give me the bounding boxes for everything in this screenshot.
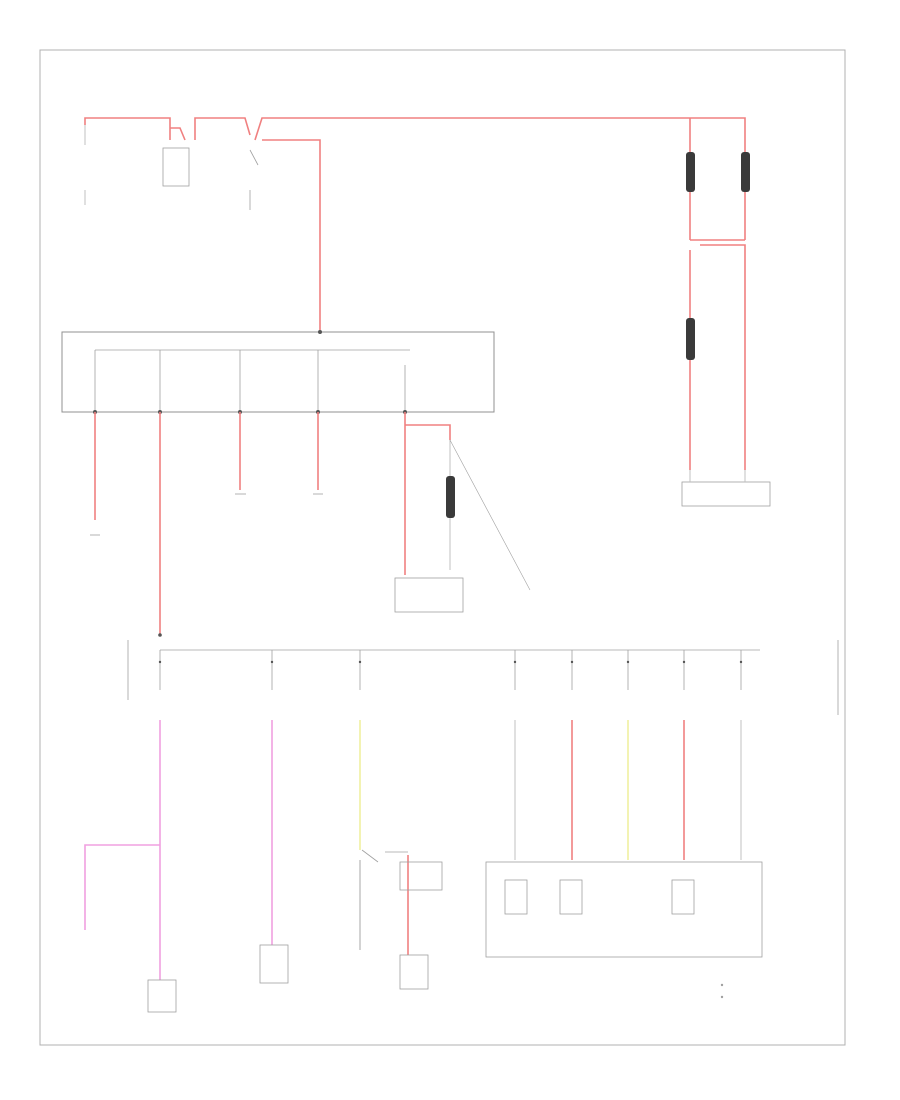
- generator-box-right: [681, 481, 771, 507]
- lower-splice-bus: [127, 640, 839, 715]
- fusible-link-a: [686, 152, 695, 192]
- fuse-box-internal-bus: [94, 349, 410, 412]
- splice-nodes: [158, 633, 743, 664]
- starter-switch: [249, 149, 259, 210]
- generator-fusible-link: [446, 439, 531, 591]
- fusible-link-b: [741, 152, 750, 192]
- fuse-outputs: [94, 412, 451, 635]
- starter-relay-box: [162, 147, 190, 187]
- blower-motor-box: [399, 954, 429, 990]
- relay-box-center: [399, 861, 443, 891]
- ignition-switch: [361, 849, 408, 863]
- lower-circuits: [84, 720, 742, 980]
- right-junction-box: [485, 861, 763, 958]
- top-power-bus: [84, 117, 746, 470]
- output-endpoints: [90, 493, 323, 536]
- instrument-cluster-box: [147, 979, 177, 1013]
- generator-box: [394, 577, 464, 613]
- legend: [720, 983, 724, 999]
- passenger-module-box: [259, 944, 289, 984]
- underhood-fuse-box: [61, 331, 495, 413]
- fuse-box-nodes: [93, 330, 407, 414]
- fusible-link-c: [686, 318, 695, 360]
- diagram-frame: [39, 49, 846, 1046]
- junction-relays: [504, 879, 695, 915]
